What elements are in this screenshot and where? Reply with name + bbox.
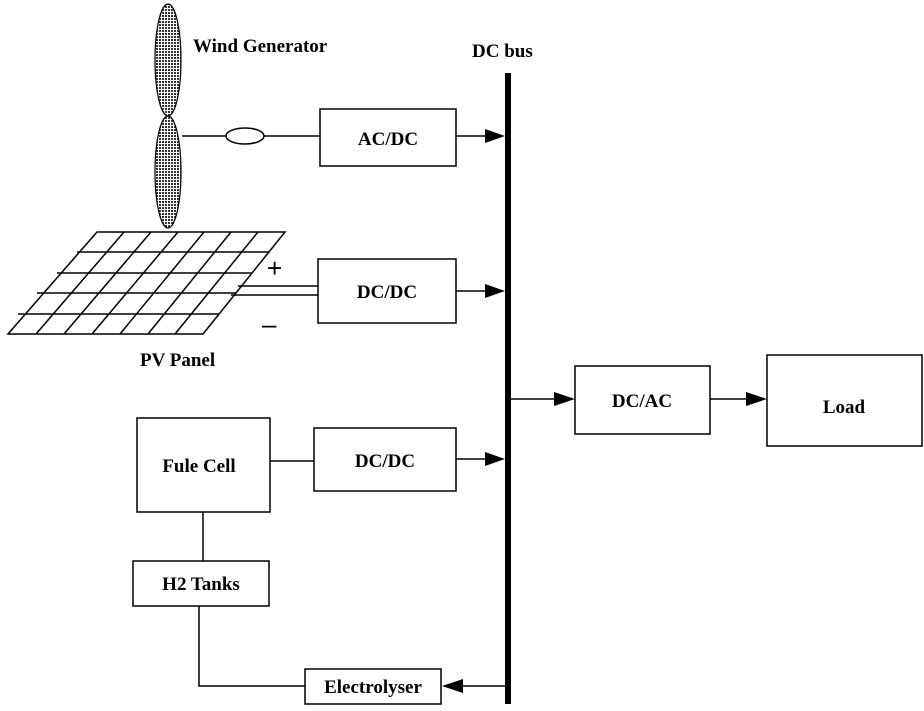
bus-to-electrolyser-arrowhead xyxy=(442,679,463,693)
dc-bus-label: DC bus xyxy=(472,41,533,62)
wind-coupling-ring xyxy=(225,127,265,145)
acdc-converter-label: AC/DC xyxy=(358,129,418,150)
acdc-converter-box xyxy=(319,108,457,167)
dcdc-fc-converter-label: DC/DC xyxy=(355,451,415,472)
bus-to-dcac-arrowhead xyxy=(554,392,575,406)
fuel-cell-label: Fule Cell xyxy=(162,456,235,477)
dcac-to-load-arrowhead xyxy=(746,392,767,406)
h2-to-electrolyser-line xyxy=(198,606,305,687)
acdc-arrowhead xyxy=(485,129,505,143)
wind-turbine-icon xyxy=(154,3,182,229)
electrolyser-box xyxy=(304,668,442,705)
dcac-inverter-label: DC/AC xyxy=(612,391,672,412)
dcdc-pv-arrowhead xyxy=(485,284,505,298)
dcdc-pv-converter-label: DC/DC xyxy=(357,282,417,303)
electrolyser-label: Electrolyser xyxy=(324,677,422,698)
pv-panel-icon xyxy=(6,231,287,335)
pv-minus-sign: – xyxy=(262,309,277,339)
h2-tanks-label: H2 Tanks xyxy=(162,574,240,595)
pv-panel-label: PV Panel xyxy=(140,350,215,371)
load-box xyxy=(766,354,923,447)
dcac-inverter-box xyxy=(574,365,711,435)
dcdc-fc-arrowhead xyxy=(485,452,505,466)
load-label: Load xyxy=(823,397,866,418)
dcdc-pv-converter-box xyxy=(317,258,457,324)
h2-tanks-box xyxy=(132,560,270,607)
wind-generator-label: Wind Generator xyxy=(193,36,328,57)
fuel-cell-box xyxy=(136,417,271,513)
pv-plus-sign: + xyxy=(267,253,282,283)
